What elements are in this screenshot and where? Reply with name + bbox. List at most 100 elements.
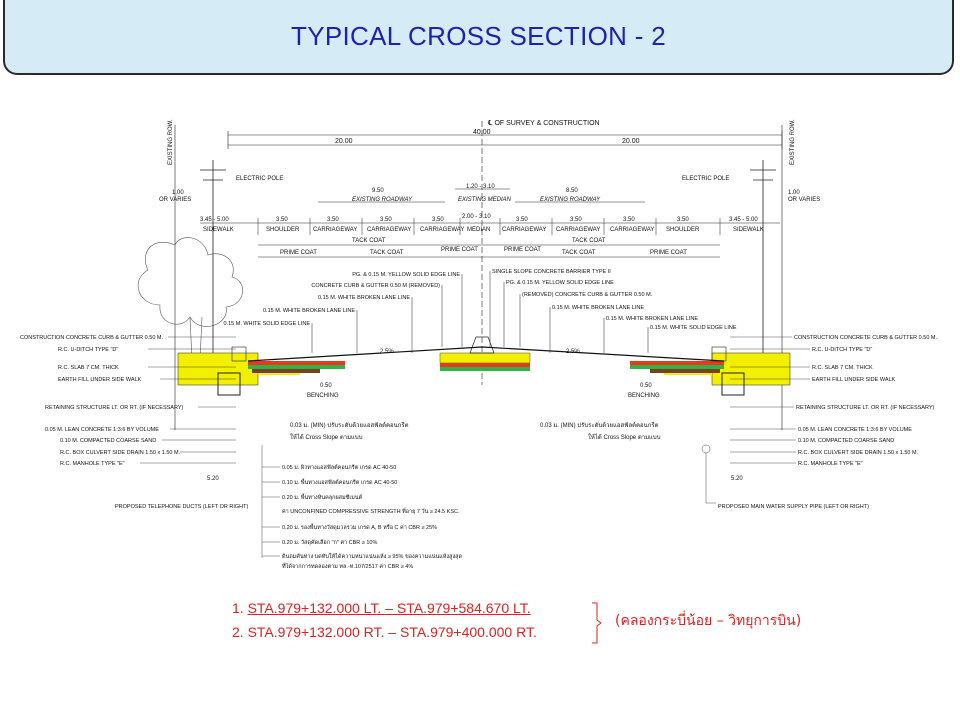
row-label-left: EXISTING ROW. [168, 119, 174, 165]
overlay-left: 0.03 ม. (MIN) ปรับระดับด้วยแอสฟัลต์คอนกร… [290, 421, 409, 441]
right-note-9: R.C. MANHOLE TYPE "E" [798, 461, 863, 467]
offset-right: 1.00 [788, 190, 800, 196]
slope-right: 2.5% [566, 349, 580, 355]
offset-left: 1.00 [172, 190, 184, 196]
dim-850: 8.50 [566, 188, 578, 194]
right-notes: CONSTRUCTION CONCRETE CURB & GUTTER 0.50… [718, 335, 937, 510]
electric-pole-label-right: ELECTRIC POLE [682, 176, 729, 182]
right-note-2: R.C. U-DITCH TYPE "D" [812, 347, 872, 353]
dim-520-right: 5.20 [731, 476, 743, 482]
center-note-right-2: PG. & 0.15 M. YELLOW SOLID EDGE LINE [506, 280, 614, 286]
title-bar: TYPICAL CROSS SECTION - 2 [3, 0, 954, 75]
tack-coat-right-2: TACK COAT [562, 250, 596, 256]
station-note-1: 1. STA.979+132.000 LT. – STA.979+584.670… [232, 598, 537, 622]
half-width-right: 20.00 [622, 138, 640, 145]
left-note-2: R.C. U-DITCH TYPE "D" [58, 347, 118, 353]
right-note-6: 0.05 M. LEAN CONCRETE 1:3:6 BY VOLUME [798, 427, 912, 433]
center-note-left-5: 0.15 M. WHITE SOLID EDGE LINE [224, 321, 311, 327]
cross-section-drawing: ℄ OF SURVEY & CONSTRUCTION 40.00 20.00 2… [20, 119, 937, 570]
left-note-5: RETAINING STRUCTURE LT. OR RT. (IF NECES… [45, 405, 183, 411]
half-width-left: 20.00 [335, 138, 353, 145]
layer-note-3: 0.20 ม. พื้นทางหินคลุกผสมซีเมนต์ [282, 493, 363, 501]
carriageway-r1: CARRIAGEWAY [502, 227, 546, 233]
right-note-4: EARTH FILL UNDER SIDE WALK [812, 377, 896, 383]
center-note-left-3: 0.15 M. WHITE BROKEN LANE LINE [318, 295, 410, 301]
overlay-right: 0.03 ม. (MIN) ปรับระดับด้วยแอสฟัลต์คอนกร… [540, 421, 661, 441]
or-varies-left: OR VARIES [159, 197, 191, 203]
electric-pole-label-left: ELECTRIC POLE [236, 176, 283, 182]
lane-names: SIDEWALK SHOULDER CARRIAGEWAY CARRIAGEWA… [203, 227, 764, 233]
dim-carriageway-l2: 3.50 [380, 217, 392, 223]
overlay-left-2: ให้ได้ Cross Slope ตามแบบ [290, 433, 363, 441]
shoulder-left: SHOULDER [266, 227, 300, 233]
sidewalk-left: SIDEWALK [203, 227, 234, 233]
station-note-2: 2. STA.979+132.000 RT. – STA.979+400.000… [232, 624, 537, 640]
dim-120-310: 1.20 - 3.10 [466, 184, 495, 190]
left-note-8: R.C. BOX CULVERT SIDE DRAIN 1.50 x 1.50 … [60, 450, 181, 456]
dim-050-right: 0.50 [640, 383, 652, 389]
tack-coat-left-1: TACK COAT [352, 238, 386, 244]
slope-left: 2.5% [380, 349, 394, 355]
right-note-7: 0.10 M. COMPACTED COARSE SAND [798, 438, 894, 444]
left-notes: CONSTRUCTION CONCRETE CURB & GUTTER 0.50… [20, 335, 249, 510]
carriageway-l2: CARRIAGEWAY [367, 227, 411, 233]
median-label: MEDIAN [467, 227, 490, 233]
left-note-6: 0.05 M. LEAN CONCRETE 1:3:6 BY VOLUME [45, 427, 159, 433]
station-note-1-range: STA.979+132.000 LT. – STA.979+584.670 LT… [247, 600, 531, 616]
shoulder-right: SHOULDER [666, 227, 700, 233]
right-note-8: R.C. BOX CULVERT SIDE DRAIN 1.50 x 1.50 … [798, 450, 919, 456]
right-note-3: R.C. SLAB 7 CM. THICK [812, 365, 873, 371]
overlay-right-1: 0.03 ม. (MIN) ปรับระดับด้วยแอสฟัลต์คอนกร… [540, 421, 659, 429]
layer-note-5: 0.20 ม. รองพื้นทางวัสดุมวลรวม เกรด A, B … [282, 523, 437, 531]
layer-leaders [261, 445, 280, 558]
left-note-3: R.C. SLAB 7 CM. THICK [58, 365, 119, 371]
prime-coat-right: PRIME COAT [504, 247, 541, 253]
center-note-left-1: PG. & 0.15 M. YELLOW SOLID EDGE LINE [352, 272, 460, 278]
row-label-right: EXISTING ROW. [790, 119, 796, 165]
dim-520-left: 5.20 [207, 476, 219, 482]
layer-note-1: 0.05 ม. ผิวทางแอสฟัลต์คอนกรีต เกรด AC 40… [282, 464, 396, 471]
right-leaders [701, 336, 810, 504]
lane-ticks [257, 218, 721, 235]
layer-note-8: ที่ได้จากการทดลองตาม ทล.-ท.107/2517 ค่า … [282, 562, 414, 570]
tree-outline [137, 237, 243, 327]
carriageway-r2: CARRIAGEWAY [556, 227, 600, 233]
total-width: 40.00 [473, 129, 491, 136]
or-varies-right: OR VARIES [788, 197, 820, 203]
top-dimensions [200, 121, 783, 385]
center-note-left-4: 0.15 M. WHITE BROKEN LANE LINE [263, 308, 355, 314]
tack-coat-right-1: TACK COAT [572, 238, 606, 244]
overlay-left-1: 0.03 ม. (MIN) ปรับระดับด้วยแอสฟัลต์คอนกร… [290, 421, 409, 429]
overlay-right-2: ให้ได้ Cross Slope ตามแบบ [588, 433, 661, 441]
left-note-1: CONSTRUCTION CONCRETE CURB & GUTTER 0.50… [20, 335, 163, 341]
benching-right: BENCHING [628, 393, 660, 399]
dim-shoulder-left: 3.50 [276, 217, 288, 223]
dim-050-left: 0.50 [320, 383, 332, 389]
left-leaders [140, 336, 236, 464]
dim-carriageway-l1: 3.50 [327, 217, 339, 223]
existing-roadway-right: EXISTING ROADWAY [540, 197, 601, 203]
center-note-right-6: 0.15 M. WHITE SOLID EDGE LINE [650, 325, 737, 331]
dim-sidewalk-left: 3.45 - 5.00 [200, 217, 229, 223]
prime-coat-right-2: PRIME COAT [650, 250, 687, 256]
road-layers [177, 336, 791, 396]
right-note-10: PROPOSED MAIN WATER SUPPLY PIPE (LEFT OR… [718, 504, 869, 510]
center-notes-right: SINGLE SLOPE CONCRETE BARRIER TYPE II PG… [492, 269, 737, 331]
benching-left: BENCHING [307, 393, 339, 399]
layer-note-2: 0.10 ม. พื้นทางแอสฟัลต์คอนกรีต เกรด AC 4… [282, 478, 397, 486]
station-note-1-prefix: 1. [232, 600, 248, 616]
existing-median: EXISTING MEDIAN [458, 197, 512, 203]
center-note-right-4: 0.15 M. WHITE BROKEN LANE LINE [552, 305, 644, 311]
dim-carriageway-l3: 3.50 [432, 217, 444, 223]
center-notes-left: PG. & 0.15 M. YELLOW SOLID EDGE LINE CON… [224, 272, 461, 327]
tack-coat-left-2: TACK COAT [370, 250, 404, 256]
electric-pole-right [750, 160, 776, 355]
dim-shoulder-right: 3.50 [677, 217, 689, 223]
centerline-label: ℄ OF SURVEY & CONSTRUCTION [487, 120, 600, 127]
layer-notes: 0.05 ม. ผิวทางแอสฟัลต์คอนกรีต เกรด AC 40… [282, 464, 463, 570]
center-leaders [311, 271, 649, 353]
layer-note-4: ค่า UNCONFINED COMPRESSIVE STRENGTH ที่อ… [282, 507, 460, 515]
carriageway-l3: CARRIAGEWAY [420, 227, 464, 233]
left-note-9: R.C. MANHOLE TYPE "E" [60, 461, 125, 467]
page-title: TYPICAL CROSS SECTION - 2 [291, 21, 666, 51]
